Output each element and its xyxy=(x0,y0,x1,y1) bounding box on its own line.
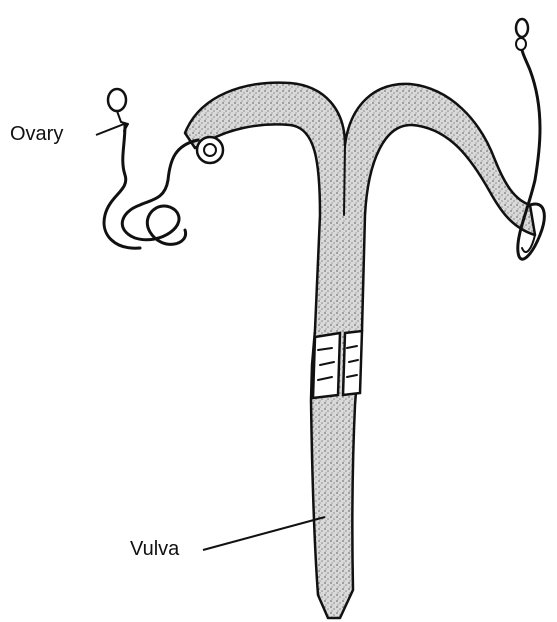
vulva-label: Vulva xyxy=(130,538,180,560)
vulva-leader-line xyxy=(203,517,325,550)
left-oviduct-outer xyxy=(104,125,140,248)
left-ovary xyxy=(108,89,126,111)
ovary-leader-line xyxy=(96,124,124,135)
cervix-left xyxy=(313,333,340,398)
right-ovary-lower xyxy=(516,38,526,50)
right-ovary xyxy=(516,19,528,37)
left-ovary-stalk xyxy=(117,111,128,131)
ovary-label: Ovary xyxy=(10,123,63,145)
left-oviduct xyxy=(122,140,198,244)
cervix-right xyxy=(343,331,362,395)
horn-division-line xyxy=(344,145,345,215)
left-horn-coil xyxy=(197,137,223,163)
